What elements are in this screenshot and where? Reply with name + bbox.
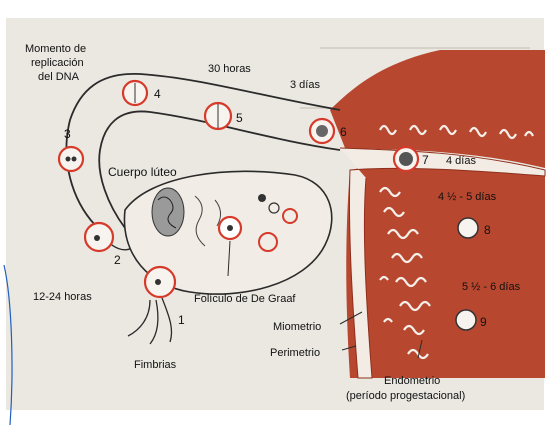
stage-number-3: 3 <box>64 127 71 141</box>
label-4-days: 4 días <box>446 155 476 167</box>
label-5-6-days: 5 ½ - 6 días <box>462 281 521 293</box>
uterus-wall-icon <box>330 50 545 378</box>
label-3-days: 3 días <box>290 79 320 91</box>
label-dna-replication-1: Momento de <box>25 43 86 55</box>
label-4-5-days: 4 ½ - 5 días <box>438 191 497 203</box>
stage-number-4: 4 <box>154 87 161 101</box>
label-graafian-follicle: Folículo de De Graaf <box>194 293 296 305</box>
stage-3-pronuclei <box>59 147 83 171</box>
label-30-hours: 30 horas <box>208 63 251 75</box>
graafian-oocyte <box>227 225 233 231</box>
label-dna-replication-2: replicación <box>31 57 84 69</box>
label-dna-replication-3: del DNA <box>38 71 80 83</box>
stage-number-6: 6 <box>340 125 347 139</box>
label-fimbriae: Fimbrias <box>134 359 177 371</box>
stage-9-implanting <box>456 310 476 330</box>
stage-3-pronucleus-a <box>66 157 71 162</box>
stage-number-5: 5 <box>236 111 243 125</box>
label-corpus-luteum: Cuerpo lúteo <box>108 165 177 179</box>
stage-2-pronucleus <box>94 235 100 241</box>
label-12-24-hours: 12-24 horas <box>33 291 92 303</box>
stage-1-nucleus <box>155 279 161 285</box>
stage-number-2: 2 <box>114 253 121 267</box>
label-myometrium: Miometrio <box>273 321 321 333</box>
corpus-luteum-shape <box>152 188 184 236</box>
stage-7-cells <box>399 152 413 166</box>
label-progestational: (período progestacional) <box>346 390 465 402</box>
stage-number-9: 9 <box>480 315 487 329</box>
stage-6-cells <box>316 125 328 137</box>
stage-number-7: 7 <box>422 153 429 167</box>
stage-number-1: 1 <box>178 313 185 327</box>
label-perimetrium: Perimetrio <box>270 347 320 359</box>
stage-8-blastocyst <box>458 218 478 238</box>
label-endometrium: Endometrio <box>384 375 440 387</box>
stage-number-8: 8 <box>484 223 491 237</box>
stage-3-pronucleus-b <box>72 157 77 162</box>
small-follicle <box>258 194 266 202</box>
